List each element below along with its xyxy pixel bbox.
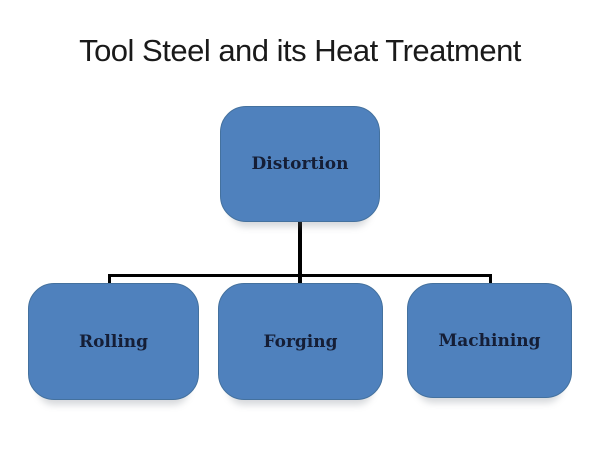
connector-drop-rolling: [108, 274, 111, 284]
diagram-node-machining: Machining: [407, 283, 572, 398]
diagram-node-label: Distortion: [251, 154, 349, 174]
diagram-node-rolling: Rolling: [28, 283, 199, 400]
diagram-node-label: Rolling: [78, 331, 149, 352]
connector-root-stem: [298, 221, 302, 283]
diagram-node-forging: Forging: [218, 283, 383, 400]
diagram-node-distortion: Distortion: [220, 106, 380, 222]
connector-crossbar: [108, 274, 492, 277]
slide-title: Tool Steel and its Heat Treatment: [79, 33, 521, 68]
diagram-node-label: Machining: [438, 330, 541, 351]
diagram-node-label: Forging: [263, 331, 338, 352]
connector-drop-machining: [489, 274, 492, 284]
